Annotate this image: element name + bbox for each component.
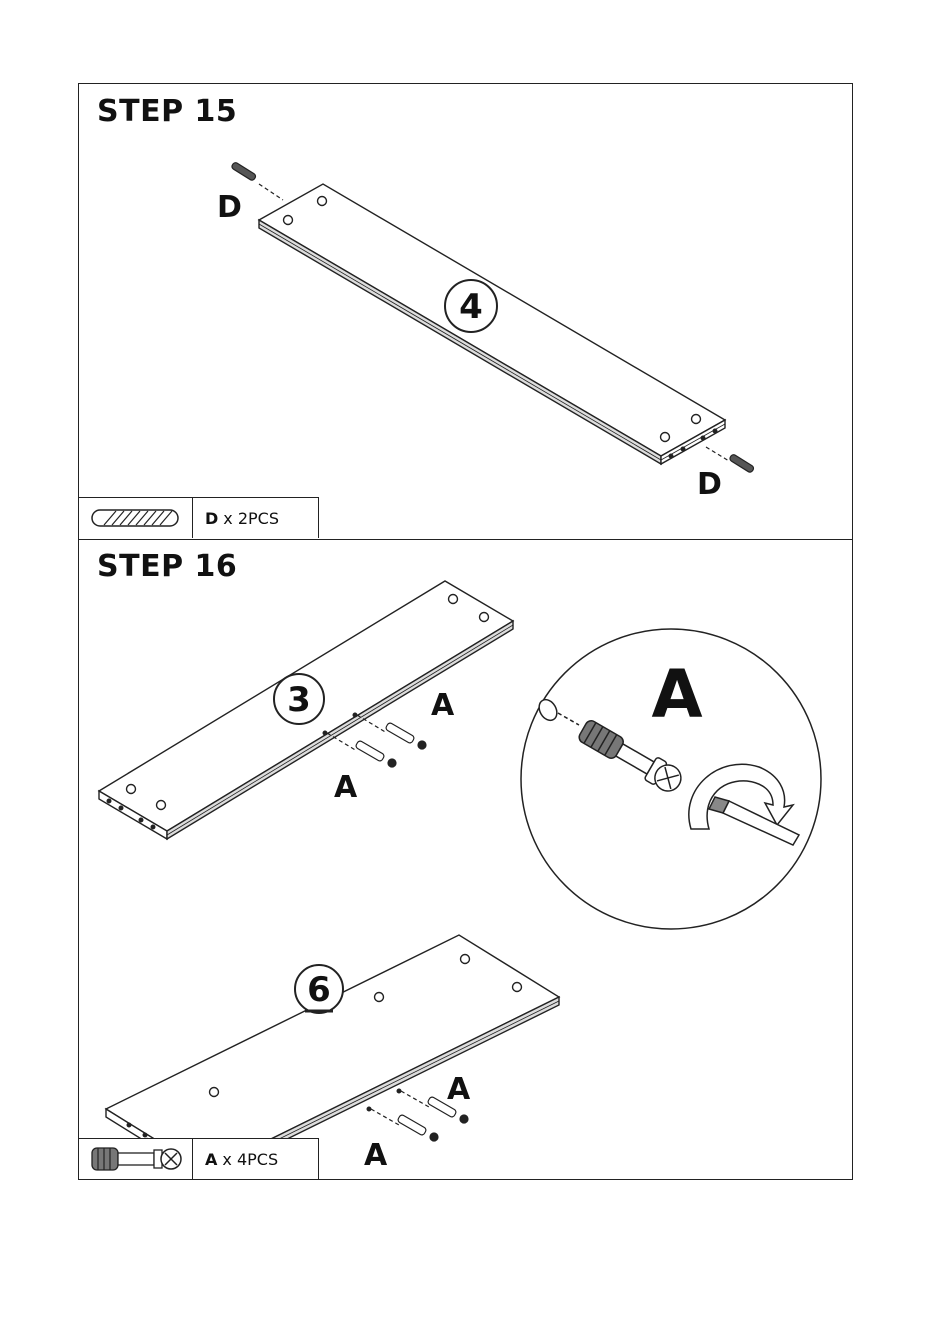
step-15-part-letter: D (205, 509, 218, 528)
detail-label: A (651, 656, 702, 733)
step-16-drawing: 3 A A (79, 539, 854, 1179)
step-15-part-count: x 2PCS (223, 509, 279, 528)
part-3-number: 3 (287, 680, 311, 720)
step-16-part-box: A x 4PCS (79, 1138, 319, 1179)
cam-bolt-icon (79, 1139, 193, 1179)
cam-label-top-1: A (431, 688, 455, 723)
step-15-drawing: 4 D D (79, 84, 854, 539)
board-4 (259, 184, 725, 464)
instruction-frame: STEP 15 (78, 83, 853, 1180)
part-4-number: 4 (459, 287, 483, 327)
dowel-label-bottom: D (697, 467, 722, 502)
step-16-panel: STEP 16 (79, 539, 852, 1179)
cam-label-bottom-2: A (364, 1138, 388, 1173)
dowel-icon (79, 498, 193, 538)
cam-label-top-2: A (334, 770, 358, 805)
step-15-panel: STEP 15 (79, 84, 852, 540)
step-16-part-count: x 4PCS (222, 1150, 278, 1169)
dowel-label-top: D (217, 190, 242, 225)
step-16-part-letter: A (205, 1150, 217, 1169)
step-15-quantity: D x 2PCS (193, 498, 318, 538)
part-6-number: 6 (307, 970, 331, 1010)
step-16-quantity: A x 4PCS (193, 1139, 318, 1179)
step-15-part-box: D x 2PCS (79, 497, 319, 538)
cam-label-bottom-1: A (447, 1072, 471, 1107)
